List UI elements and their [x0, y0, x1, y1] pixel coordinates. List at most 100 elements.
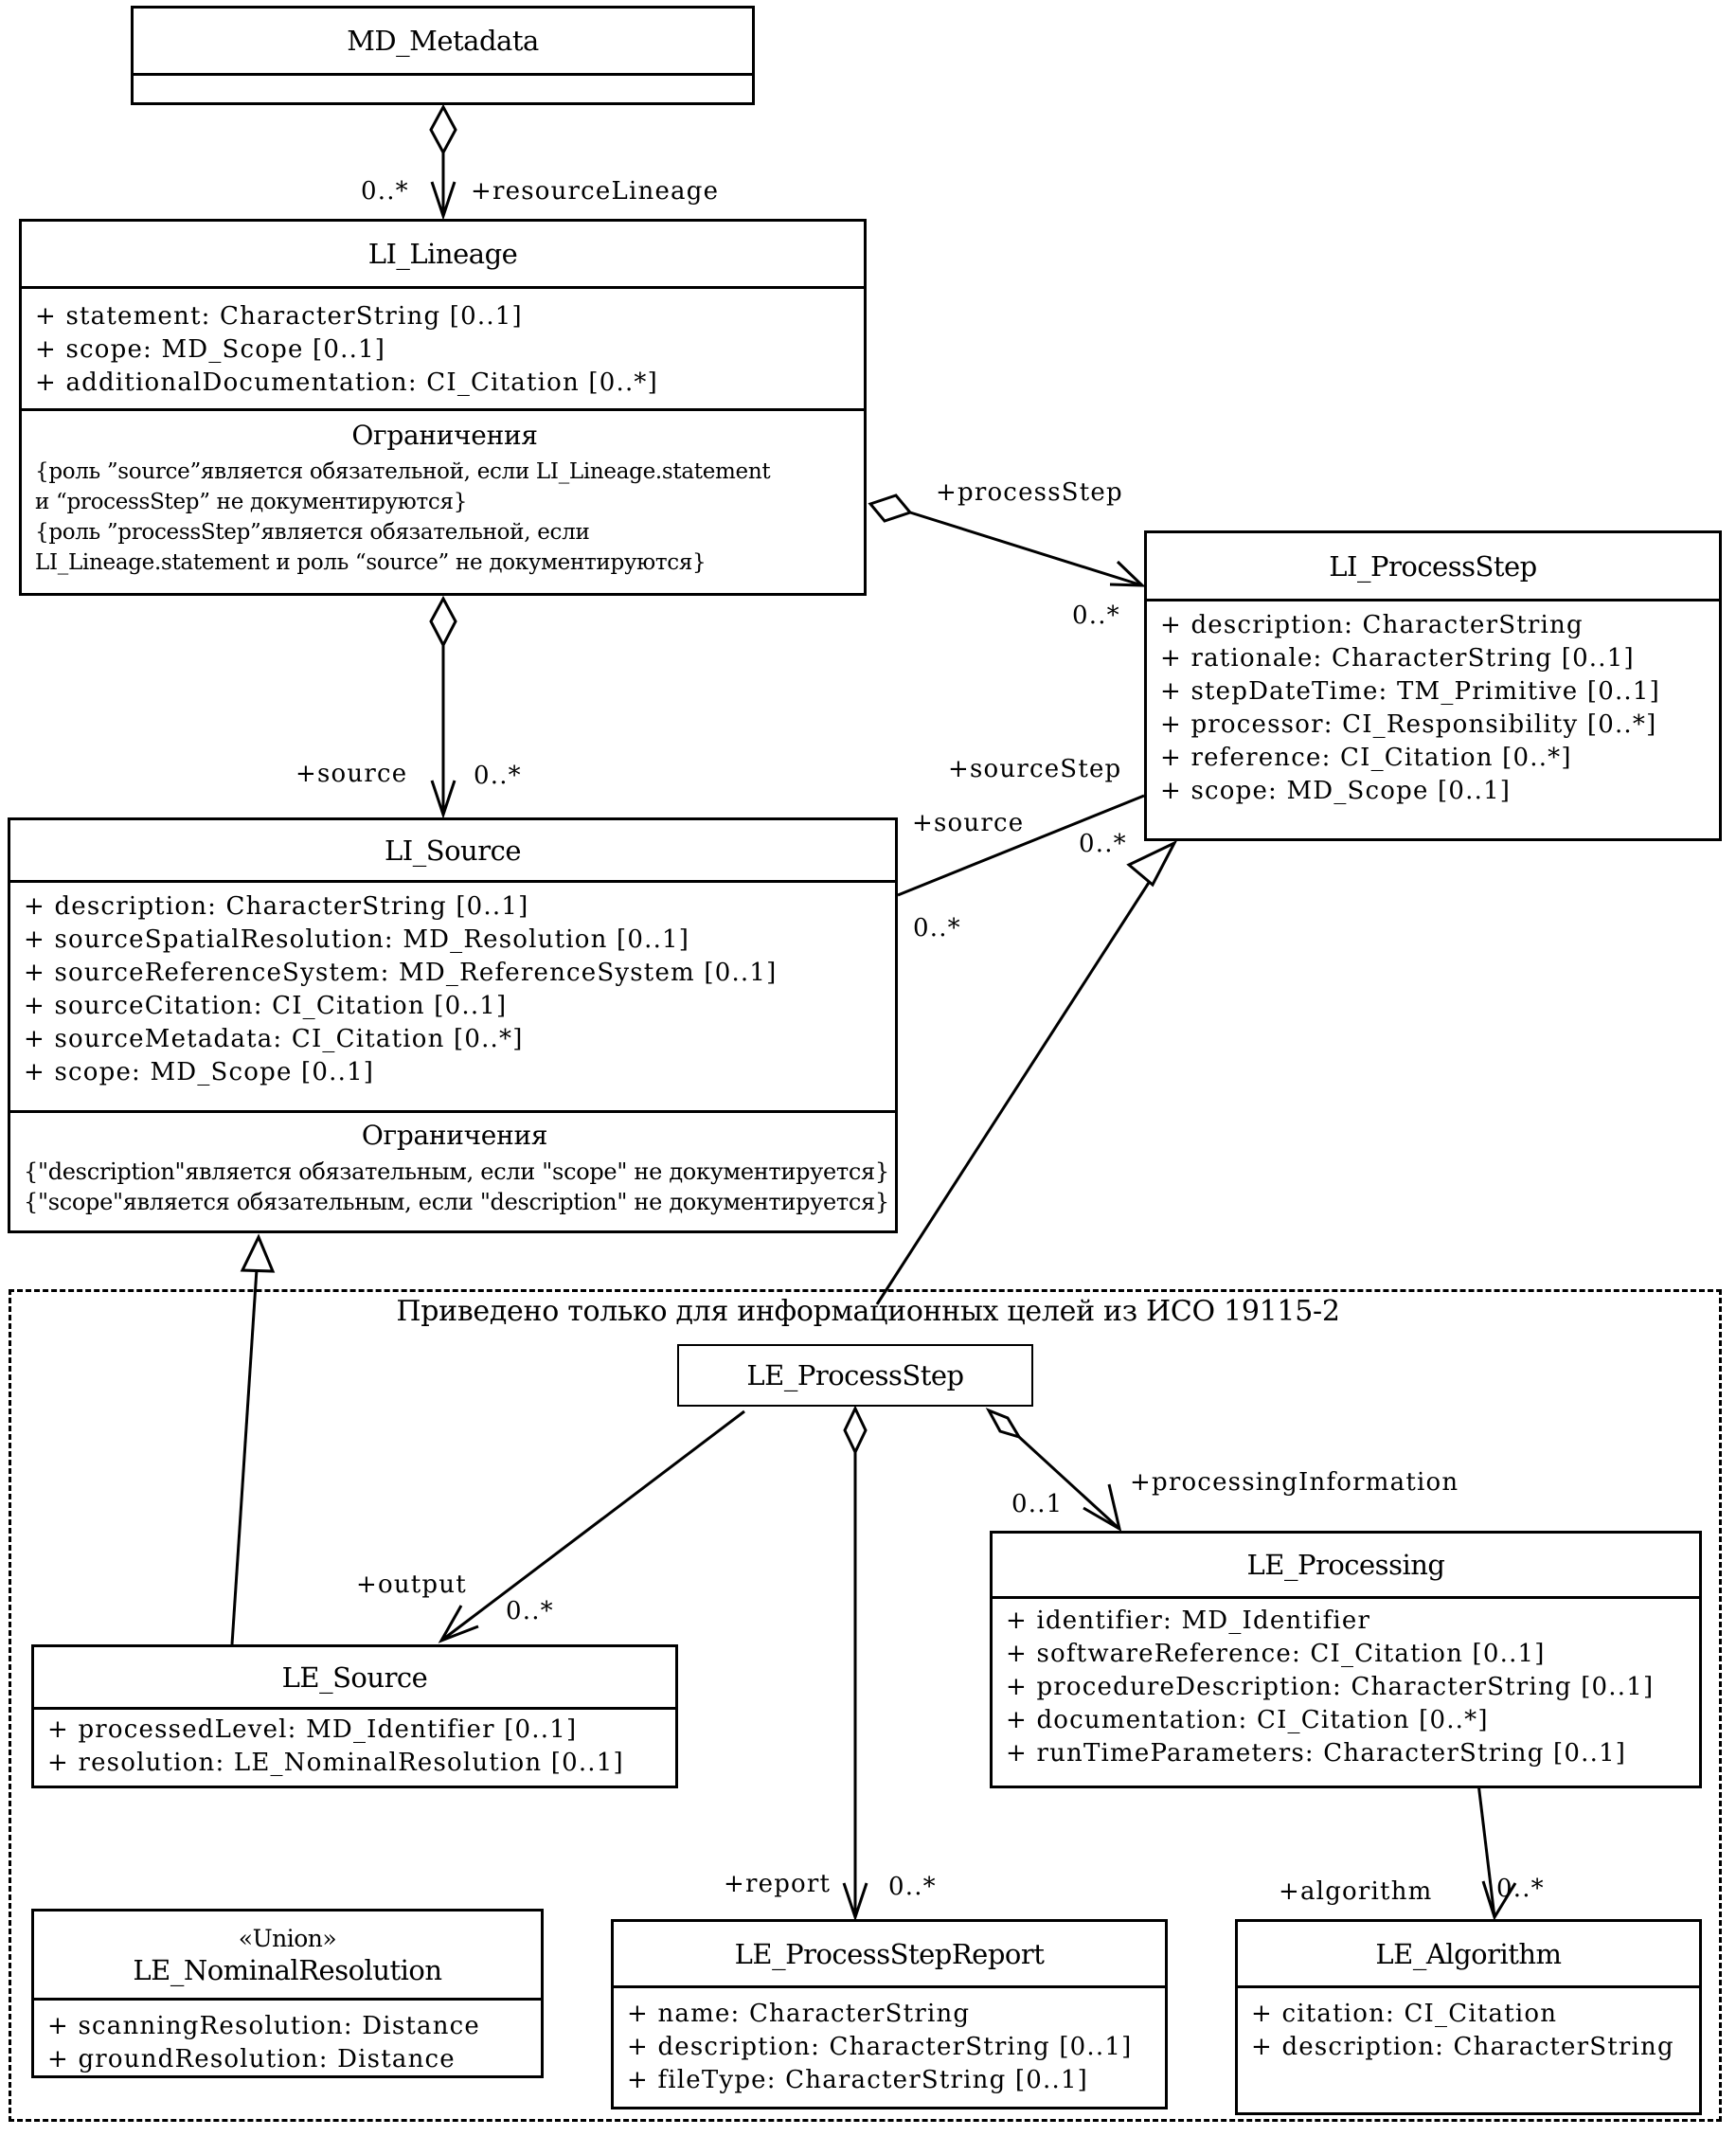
attribute: sourceCitation: CI_Citation [0..1] — [24, 990, 886, 1023]
arrowhead-icon — [438, 1605, 479, 1643]
attribute-list: scanningResolution: Distance groundResol… — [34, 2001, 541, 2082]
attribute-list: statement: CharacterString [0..1] scope:… — [22, 289, 864, 408]
attribute: sourceSpatialResolution: MD_Resolution [… — [24, 924, 886, 957]
stereotype-label: «Union» — [238, 1924, 337, 1952]
attribute-list: name: CharacterString description: Chara… — [614, 1988, 1165, 2103]
attribute: runTimeParameters: CharacterString [0..1… — [1006, 1737, 1690, 1770]
attribute: reference: CI_Citation [0..*] — [1160, 742, 1709, 775]
constraints-compartment: Ограничения {роль ”source”является обяза… — [22, 408, 864, 585]
attribute: citation: CI_Citation — [1251, 1998, 1690, 2031]
attribute-list: description: CharacterString [0..1] sour… — [10, 883, 895, 1110]
class-header: LE_Processing — [993, 1534, 1699, 1599]
attribute-list: processedLevel: MD_Identifier [0..1] res… — [34, 1710, 675, 1786]
attribute: fileType: CharacterString [0..1] — [627, 2064, 1155, 2097]
class-header: MD_Metadata — [134, 9, 752, 76]
processing-information-line — [1017, 1435, 1121, 1531]
constraints-compartment: Ограничения {"description"является обяза… — [10, 1110, 895, 1225]
arrowhead-icon — [430, 181, 456, 221]
constraint: {"scope"является обязательным, если "des… — [24, 1189, 889, 1215]
attribute: scanningResolution: Distance — [47, 2010, 531, 2043]
multiplicity-label: 0..* — [1072, 601, 1120, 630]
role-label: +output — [356, 1571, 467, 1599]
informative-package-frame — [9, 1289, 1722, 2122]
multiplicity-label: 0..* — [474, 762, 522, 790]
attribute: description: CharacterString — [1160, 609, 1709, 642]
attribute: sourceReferenceSystem: MD_ReferenceSyste… — [24, 957, 886, 990]
multiplicity-label: 0..* — [1496, 1875, 1545, 1903]
attribute: name: CharacterString — [627, 1998, 1155, 2031]
attribute-list: description: CharacterString rationale: … — [1147, 601, 1719, 814]
role-label: +resourceLineage — [471, 177, 720, 206]
class-md-metadata[interactable]: MD_Metadata — [131, 6, 755, 105]
class-name: LI_ProcessStep — [1329, 549, 1537, 583]
process-step-line — [909, 511, 1143, 587]
attribute: documentation: CI_Citation [0..*] — [1006, 1704, 1690, 1737]
constraint: {"description"является обязательным, есл… — [24, 1158, 889, 1185]
class-name: LE_ProcessStep — [746, 1359, 964, 1391]
constraints-title: Ограничения — [361, 1120, 548, 1151]
class-header: LE_ProcessStepReport — [614, 1922, 1165, 1988]
attribute: description: CharacterString [0..1] — [24, 890, 886, 924]
attribute: processor: CI_Responsibility [0..*] — [1160, 709, 1709, 742]
attribute: procedureDescription: CharacterString [0… — [1006, 1671, 1690, 1704]
class-le-processstep[interactable]: LE_ProcessStep — [677, 1344, 1033, 1407]
class-header: LI_ProcessStep — [1147, 533, 1719, 601]
class-li-lineage[interactable]: LI_Lineage statement: CharacterString [0… — [19, 219, 867, 596]
role-label: +source — [912, 809, 1025, 837]
role-label: +processingInformation — [1130, 1468, 1459, 1497]
class-name: MD_Metadata — [347, 25, 539, 57]
attribute-list: citation: CI_Citation description: Chara… — [1238, 1988, 1699, 2070]
attribute: statement: CharacterString [0..1] — [35, 300, 854, 333]
attribute: resolution: LE_NominalResolution [0..1] — [47, 1747, 666, 1780]
class-li-processstep[interactable]: LI_ProcessStep description: CharacterStr… — [1144, 530, 1722, 841]
attribute-list: identifier: MD_Identifier softwareRefere… — [993, 1599, 1699, 1776]
frame-title: Приведено только для информационных целе… — [396, 1295, 1340, 1328]
arrowhead-icon — [430, 780, 456, 819]
attribute: scope: MD_Scope [0..1] — [1160, 775, 1709, 808]
class-le-nominalresolution[interactable]: «Union» LE_NominalResolution scanningRes… — [31, 1909, 544, 2078]
attribute: scope: MD_Scope [0..1] — [24, 1056, 886, 1089]
arrowhead-icon — [842, 1882, 868, 1922]
class-le-processstepreport[interactable]: LE_ProcessStepReport name: CharacterStri… — [611, 1919, 1168, 2109]
role-label: +source — [295, 760, 408, 788]
multiplicity-label: 0..* — [361, 177, 409, 206]
generalization-line — [230, 1268, 259, 1645]
output-line — [440, 1409, 745, 1642]
generalization-line — [875, 874, 1155, 1305]
arrowhead-icon — [1481, 1880, 1517, 1921]
role-label: +algorithm — [1279, 1877, 1433, 1906]
arrowhead-icon — [1083, 1483, 1122, 1533]
attribute: description: CharacterString [0..1] — [627, 2031, 1155, 2064]
class-header: LE_Source — [34, 1647, 675, 1710]
constraint: {роль ”processStep”является обязательной… — [35, 520, 590, 545]
class-name: LE_ProcessStepReport — [734, 1937, 1045, 1970]
class-header: LI_Source — [10, 820, 895, 883]
class-header: LI_Lineage — [22, 222, 864, 289]
attribute: rationale: CharacterString [0..1] — [1160, 642, 1709, 675]
attribute: stepDateTime: TM_Primitive [0..1] — [1160, 675, 1709, 709]
class-name: LE_Source — [281, 1660, 428, 1694]
aggregation-diamond-icon — [429, 595, 457, 649]
class-le-processing[interactable]: LE_Processing identifier: MD_Identifier … — [990, 1531, 1702, 1788]
attribute: processedLevel: MD_Identifier [0..1] — [47, 1714, 666, 1747]
role-label: +report — [724, 1870, 832, 1898]
attribute: softwareReference: CI_Citation [0..1] — [1006, 1638, 1690, 1671]
class-name: LI_Source — [385, 834, 521, 867]
class-name: LE_NominalResolution — [133, 1953, 442, 1986]
constraints-title: Ограничения — [351, 420, 538, 451]
class-le-source[interactable]: LE_Source processedLevel: MD_Identifier … — [31, 1644, 678, 1788]
aggregation-diamond-icon — [429, 103, 457, 156]
class-name: LE_Processing — [1246, 1549, 1445, 1581]
class-li-source[interactable]: LI_Source description: CharacterString [… — [8, 817, 898, 1233]
source-step-line — [897, 794, 1145, 897]
class-name: LI_Lineage — [367, 238, 518, 270]
attribute: additionalDocumentation: CI_Citation [0.… — [35, 367, 854, 400]
multiplicity-label: 0..* — [1079, 830, 1127, 858]
attribute: scope: MD_Scope [0..1] — [35, 333, 854, 367]
class-header: LE_Algorithm — [1238, 1922, 1699, 1988]
multiplicity-label: 0..* — [913, 914, 961, 942]
class-le-algorithm[interactable]: LE_Algorithm citation: CI_Citation descr… — [1235, 1919, 1702, 2115]
constraint: и “processStep” не документируются} — [35, 490, 468, 514]
generalization-triangle-icon — [1126, 839, 1178, 888]
